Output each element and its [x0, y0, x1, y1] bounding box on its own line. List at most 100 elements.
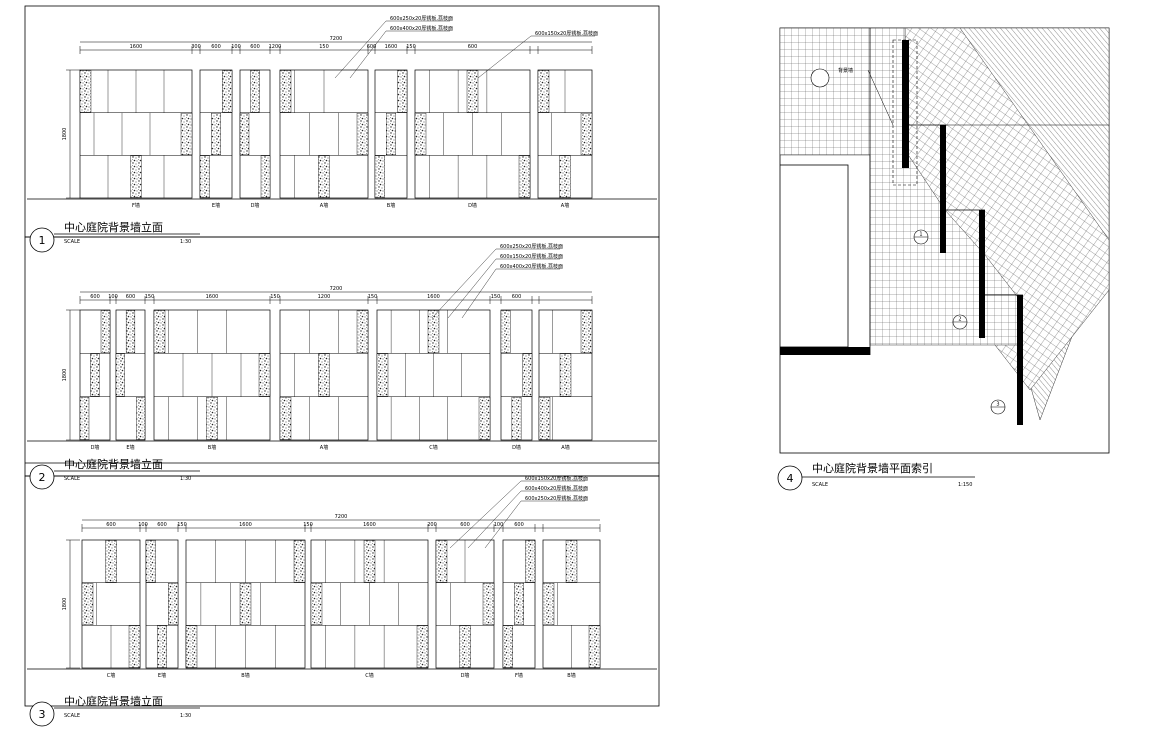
- panel-scale: 1:30: [180, 239, 191, 245]
- segment-dimension: 150: [319, 44, 329, 50]
- wall-label: A墙: [320, 202, 328, 209]
- wall-segment: [79, 69, 193, 199]
- wall-segment: [279, 69, 369, 199]
- wall-label: F墙: [515, 672, 523, 679]
- material-callout: 600x250x20厚锈板,荔枝面: [390, 15, 453, 22]
- wall-segment: [376, 309, 491, 441]
- segment-dimension: 150: [303, 522, 313, 528]
- segment-dimension: 1600: [427, 294, 440, 300]
- wall-label: B墙: [567, 672, 575, 679]
- segment-dimension: 600: [106, 522, 116, 528]
- wall-label: C墙: [429, 444, 438, 451]
- wall-label: C墙: [365, 672, 374, 679]
- svg-text:2: 2: [958, 317, 961, 323]
- wall-segment: [435, 539, 495, 669]
- wall-label: A墙: [561, 444, 569, 451]
- plan-wall-label: 背景墙: [838, 67, 853, 74]
- svg-text:3: 3: [996, 402, 999, 408]
- segment-dimension: 200: [427, 522, 437, 528]
- panel-title: 中心庭院背景墙立面: [64, 694, 163, 708]
- height-dimension: 1800: [62, 128, 68, 141]
- segment-dimension: 100: [108, 294, 118, 300]
- wall-label: E墙: [126, 444, 134, 451]
- wall-label: A墙: [561, 202, 569, 209]
- material-callout: 600x400x20厚锈板,荔枝面: [525, 485, 588, 492]
- wall-segment: [115, 309, 146, 441]
- panel-scale-label: SCALE: [64, 713, 80, 719]
- svg-text:1: 1: [919, 232, 922, 238]
- segment-dimension: 600: [460, 522, 470, 528]
- segment-dimension: 300: [191, 44, 201, 50]
- wall-label: E墙: [158, 672, 166, 679]
- panel-number: 2: [39, 471, 46, 484]
- wall-segment: [374, 69, 408, 199]
- material-callout: 600x150x20厚锈板,荔枝面: [500, 253, 563, 260]
- segment-dimension: 1200: [269, 44, 282, 50]
- segment-dimension: 150: [368, 294, 378, 300]
- plan-number-circle: [777, 465, 803, 491]
- segment-dimension: 600: [126, 294, 136, 300]
- wall-segment: [542, 539, 601, 669]
- wall-segment-a: [902, 40, 909, 168]
- material-callout: 600x250x20厚锈板,荔枝面: [500, 243, 563, 250]
- wall-label: D墙: [461, 672, 470, 679]
- panel-title-block: 3 中心庭院背景墙立面 SCALE 1:30: [29, 694, 200, 727]
- wall-segment: [538, 309, 593, 441]
- material-callout: 600x250x20厚锈板,荔枝面: [525, 495, 588, 502]
- total-dimension: 7200: [330, 36, 343, 42]
- wall-segment: [500, 309, 533, 441]
- panel-scale: 1:30: [180, 713, 191, 719]
- wall-label: E墙: [212, 202, 220, 209]
- plan-scale: 1:150: [958, 482, 972, 488]
- segment-dimension: 600: [512, 294, 522, 300]
- wall-segment: [310, 539, 429, 669]
- plan-view: 背景墙 1 2 3 4 中心庭院背景墙平面索引 SCALE 1:150: [777, 27, 1110, 491]
- segment-dimension: 1600: [385, 44, 398, 50]
- panel-title: 中心庭院背景墙立面: [64, 457, 163, 471]
- wall-label: D墙: [251, 202, 260, 209]
- plan-scale-label: SCALE: [812, 482, 828, 488]
- panel-scale-label: SCALE: [64, 476, 80, 482]
- wall-label: C墙: [107, 672, 116, 679]
- panel-number: 3: [39, 708, 46, 721]
- wall-segment: [199, 69, 233, 199]
- segment-dimension: 600: [211, 44, 221, 50]
- material-callout: 600x400x20厚锈板,荔枝面: [500, 263, 563, 270]
- wall-segment-c: [979, 210, 985, 338]
- segment-dimension: 1200: [318, 294, 331, 300]
- wall-segment: [185, 539, 306, 669]
- wall-segment-b: [940, 125, 946, 253]
- panel-scale-label: SCALE: [64, 239, 80, 245]
- wall-label: B墙: [208, 444, 216, 451]
- elevation-frames: [24, 5, 660, 707]
- segment-dimension: 600: [514, 522, 524, 528]
- segment-dimension: 100: [231, 44, 241, 50]
- wall-label: D墙: [91, 444, 100, 451]
- segment-dimension: 600: [468, 44, 478, 50]
- segment-dimension: 600: [367, 44, 377, 50]
- wall-label: B墙: [241, 672, 249, 679]
- panel-number: 1: [39, 234, 46, 247]
- segment-dimension: 600: [250, 44, 260, 50]
- plan-number: 4: [787, 472, 794, 485]
- segment-dimension: 150: [145, 294, 155, 300]
- segment-dimension: 1600: [206, 294, 219, 300]
- wall-label: F墙: [132, 202, 140, 209]
- segment-dimension: 150: [491, 294, 501, 300]
- wall-segment: [414, 69, 531, 199]
- segment-dimension: 600: [90, 294, 100, 300]
- segment-dimension: 1600: [130, 44, 143, 50]
- index-mark-2: 2: [952, 314, 968, 330]
- wall-segment: [502, 539, 536, 669]
- index-mark-3: 3: [990, 399, 1006, 415]
- total-dimension: 7200: [330, 286, 343, 292]
- courtyard-block: [780, 164, 849, 348]
- wall-segment: [145, 539, 179, 669]
- wall-segment: [279, 309, 369, 441]
- wall-label: D墙: [468, 202, 477, 209]
